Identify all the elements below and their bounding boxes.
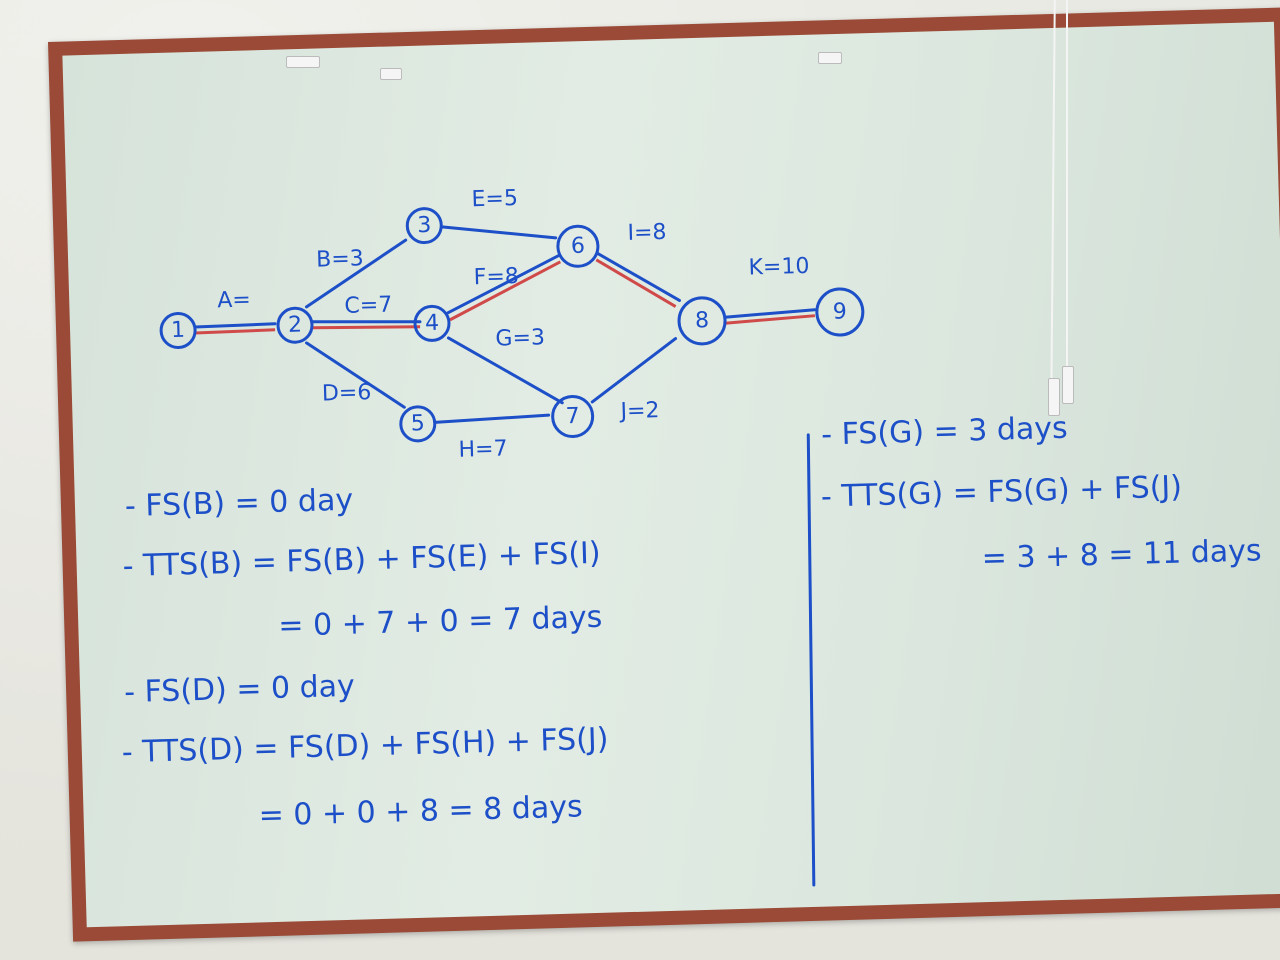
label-b: B=3 xyxy=(316,246,364,272)
note-tts-g-result: = 3 + 8 = 11 days xyxy=(981,533,1262,576)
svg-text:2: 2 xyxy=(288,313,303,338)
edge-e xyxy=(441,225,558,240)
edge-h xyxy=(433,413,551,424)
hanging-cord xyxy=(1066,0,1068,400)
edge-a-critical xyxy=(195,328,276,335)
label-h: H=7 xyxy=(458,436,508,462)
cord-weight xyxy=(1062,366,1074,404)
network-node-8: 8 xyxy=(677,296,727,346)
board-clip xyxy=(286,56,320,68)
svg-text:1: 1 xyxy=(171,318,186,343)
svg-text:5: 5 xyxy=(410,411,425,436)
label-f: F=8 xyxy=(473,264,519,290)
label-a: A= xyxy=(217,287,251,313)
note-tts-b: - TTS(B) = FS(B) + FS(E) + FS(I) xyxy=(122,536,601,584)
network-node-6: 6 xyxy=(556,224,600,268)
label-d: D=6 xyxy=(322,380,372,406)
label-j: J=2 xyxy=(618,398,660,424)
svg-text:9: 9 xyxy=(833,299,848,324)
edge-k xyxy=(723,308,817,319)
board-clip xyxy=(818,52,842,64)
edge-j xyxy=(590,337,678,404)
board-divider xyxy=(806,433,816,887)
svg-text:3: 3 xyxy=(417,213,432,238)
network-node-5: 5 xyxy=(399,405,437,443)
label-e: E=5 xyxy=(471,186,518,212)
svg-text:7: 7 xyxy=(565,404,580,429)
whiteboard: 1 2 3 4 5 6 7 8 9 A= B=3 C=7 D=6 E=5 F=8… xyxy=(62,21,1280,928)
edge-a xyxy=(193,322,277,329)
whiteboard-frame: 1 2 3 4 5 6 7 8 9 A= B=3 C=7 D=6 E=5 F=8… xyxy=(48,7,1280,942)
edge-g xyxy=(446,336,564,405)
network-node-3: 3 xyxy=(405,207,443,245)
note-tts-d-result: = 0 + 0 + 8 = 8 days xyxy=(258,789,583,833)
network-node-4: 4 xyxy=(413,304,451,342)
network-node-9: 9 xyxy=(815,287,865,337)
note-tts-d: - TTS(D) = FS(D) + FS(H) + FS(J) xyxy=(121,722,609,771)
edge-d xyxy=(305,341,406,409)
network-node-2: 2 xyxy=(276,306,314,344)
edge-c xyxy=(311,320,422,324)
note-fs-g: - FS(G) = 3 days xyxy=(821,411,1068,453)
network-node-1: 1 xyxy=(159,311,197,349)
label-c: C=7 xyxy=(344,292,392,318)
svg-text:4: 4 xyxy=(425,311,440,336)
edge-b xyxy=(304,238,408,309)
edge-f-critical xyxy=(449,260,562,322)
whiteboard-drawing: 1 2 3 4 5 6 7 8 9 A= B=3 C=7 D=6 E=5 F=8… xyxy=(121,186,1262,887)
edge-i-critical xyxy=(595,258,677,308)
label-g: G=3 xyxy=(495,325,545,351)
edge-f xyxy=(446,254,560,315)
svg-text:6: 6 xyxy=(571,234,586,259)
svg-text:8: 8 xyxy=(695,308,710,333)
edge-k-critical xyxy=(724,314,816,325)
board-clip xyxy=(380,68,402,80)
label-i: I=8 xyxy=(627,220,667,246)
note-tts-b-result: = 0 + 7 + 0 = 7 days xyxy=(278,600,603,644)
label-k: K=10 xyxy=(748,254,810,281)
edge-c-critical xyxy=(313,325,421,330)
network-edges xyxy=(193,225,817,424)
network-node-7: 7 xyxy=(551,394,595,438)
note-tts-g: - TTS(G) = FS(G) + FS(J) xyxy=(821,470,1183,515)
cord-weight xyxy=(1048,378,1060,416)
note-fs-d: - FS(D) = 0 day xyxy=(124,669,356,710)
edge-i xyxy=(596,252,681,302)
note-fs-b: - FS(B) = 0 day xyxy=(125,483,354,524)
